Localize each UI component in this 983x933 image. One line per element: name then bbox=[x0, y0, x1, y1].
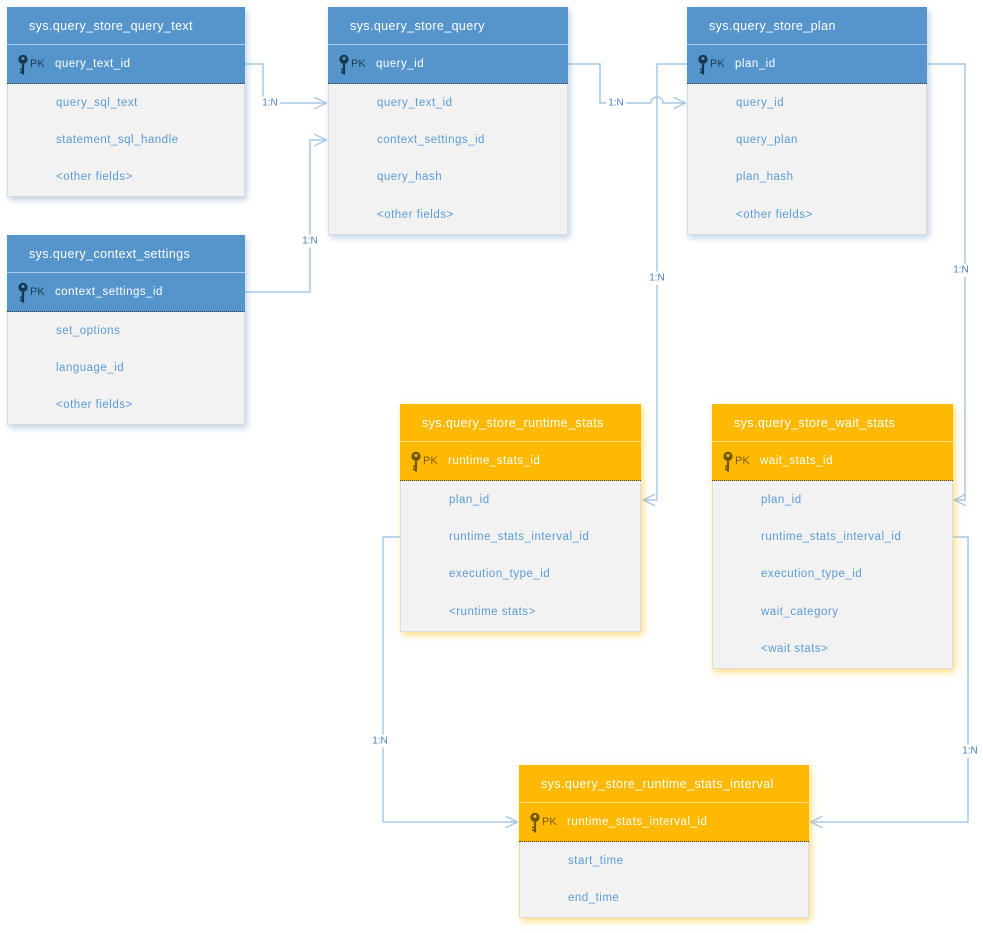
field-row: end_time bbox=[568, 892, 620, 905]
connector-arrowhead bbox=[505, 815, 519, 829]
pk-label: PK bbox=[542, 816, 557, 828]
connector-line-query-to-plan bbox=[568, 63, 685, 104]
pk-field-name: query_id bbox=[376, 58, 425, 70]
field-row: <other fields> bbox=[56, 399, 133, 412]
field-row: query_text_id bbox=[377, 96, 453, 109]
pk-field-name: runtime_stats_interval_id bbox=[567, 816, 708, 828]
relationship-label: 1:N bbox=[300, 234, 320, 248]
field-list: set_options language_id <other fields> bbox=[7, 312, 245, 426]
primary-key-icon bbox=[410, 451, 422, 472]
table-title: sys.query_store_query bbox=[328, 7, 568, 44]
field-row: plan_id bbox=[761, 493, 802, 506]
field-row: <runtime stats> bbox=[449, 605, 536, 618]
field-list: plan_id runtime_stats_interval_id executio… bbox=[712, 481, 953, 669]
pk-row: PK query_text_id bbox=[7, 44, 245, 84]
field-row: execution_type_id bbox=[761, 568, 863, 581]
field-list: query_id query_plan plan_hash <other fields… bbox=[687, 84, 927, 235]
connector-line-contextsettings-to-query bbox=[245, 139, 326, 293]
field-row: query_hash bbox=[377, 171, 443, 184]
entity-table-query-store-runtime-stats-interval: sys.query_store_runtime_stats_interval P… bbox=[519, 765, 809, 918]
entity-table-query-store-wait-stats: sys.query_store_wait_stats PK wait_stats… bbox=[712, 404, 953, 669]
pk-field-name: runtime_stats_id bbox=[448, 455, 541, 467]
entity-table-query-store-plan: sys.query_store_plan PK plan_id query_id… bbox=[687, 7, 927, 235]
field-row: context_settings_id bbox=[377, 134, 485, 147]
field-row: query_id bbox=[736, 96, 785, 109]
connector-arrowhead bbox=[642, 493, 656, 507]
pk-row: PK runtime_stats_id bbox=[400, 441, 641, 481]
primary-key-icon bbox=[722, 451, 734, 472]
pk-row: PK runtime_stats_interval_id bbox=[519, 802, 809, 842]
field-row: execution_type_id bbox=[449, 568, 551, 581]
connector-arrowhead bbox=[953, 493, 967, 507]
pk-row: PK context_settings_id bbox=[7, 272, 245, 312]
relationship-label: 1:N bbox=[606, 96, 626, 110]
connector-arrowhead bbox=[673, 96, 687, 110]
table-title: sys.query_store_wait_stats bbox=[712, 404, 953, 441]
pk-row: PK wait_stats_id bbox=[712, 441, 953, 481]
relationship-label: 1:N bbox=[960, 744, 980, 758]
primary-key-icon bbox=[17, 282, 29, 303]
connector-line-querytext-to-query bbox=[245, 63, 326, 104]
relationship-label: 1:N bbox=[370, 734, 390, 748]
pk-field-name: context_settings_id bbox=[55, 286, 163, 298]
table-title: sys.query_store_runtime_stats bbox=[400, 404, 641, 441]
field-row: plan_id bbox=[449, 493, 490, 506]
pk-field-name: query_text_id bbox=[55, 58, 131, 70]
relationship-label: 1:N bbox=[647, 271, 667, 285]
field-row: query_plan bbox=[736, 134, 798, 147]
field-row: set_options bbox=[56, 324, 121, 337]
pk-field-name: plan_id bbox=[735, 58, 776, 70]
field-row: <wait stats> bbox=[761, 643, 829, 656]
primary-key-icon bbox=[697, 54, 709, 75]
field-row: query_sql_text bbox=[56, 96, 138, 109]
pk-label: PK bbox=[30, 58, 45, 70]
entity-table-query-store-query: sys.query_store_query PK query_id query_… bbox=[328, 7, 568, 235]
pk-label: PK bbox=[423, 455, 438, 467]
entity-table-query-store-query-text: sys.query_store_query_text PK query_text… bbox=[7, 7, 245, 198]
entity-table-query-store-runtime-stats: sys.query_store_runtime_stats PK runtime… bbox=[400, 404, 641, 632]
table-title: sys.query_context_settings bbox=[7, 235, 245, 272]
field-list: query_sql_text statement_sql_handle <other… bbox=[7, 84, 245, 198]
pk-row: PK plan_id bbox=[687, 44, 927, 84]
pk-label: PK bbox=[30, 286, 45, 298]
pk-row: PK query_id bbox=[328, 44, 568, 84]
field-list: query_text_id context_settings_id query_ha… bbox=[328, 84, 568, 235]
table-title: sys.query_store_plan bbox=[687, 7, 927, 44]
connector-arrowhead bbox=[809, 815, 823, 829]
connector-arrowhead bbox=[314, 96, 328, 110]
field-row: runtime_stats_interval_id bbox=[761, 531, 902, 544]
pk-label: PK bbox=[735, 455, 750, 467]
field-list: start_time end_time bbox=[519, 842, 809, 918]
pk-field-name: wait_stats_id bbox=[760, 455, 833, 467]
entity-table-query-context-settings: sys.query_context_settings PK context_se… bbox=[7, 235, 245, 426]
primary-key-icon bbox=[529, 812, 541, 833]
primary-key-icon bbox=[338, 54, 350, 75]
relationship-label: 1:N bbox=[260, 96, 280, 110]
table-title: sys.query_store_runtime_stats_interval bbox=[519, 765, 809, 802]
field-list: plan_id runtime_stats_interval_id executio… bbox=[400, 481, 641, 632]
pk-label: PK bbox=[351, 58, 366, 70]
field-row: wait_category bbox=[761, 605, 839, 618]
pk-label: PK bbox=[710, 58, 725, 70]
primary-key-icon bbox=[17, 54, 29, 75]
relationship-label: 1:N bbox=[951, 263, 971, 277]
field-row: language_id bbox=[56, 362, 125, 375]
field-row: <other fields> bbox=[56, 171, 133, 184]
field-row: <other fields> bbox=[377, 208, 454, 221]
field-row: runtime_stats_interval_id bbox=[449, 531, 590, 544]
field-row: plan_hash bbox=[736, 171, 794, 184]
table-title: sys.query_store_query_text bbox=[7, 7, 245, 44]
connector-arrowhead bbox=[314, 133, 328, 147]
field-row: <other fields> bbox=[736, 208, 813, 221]
field-row: start_time bbox=[568, 854, 624, 867]
field-row: statement_sql_handle bbox=[56, 134, 179, 147]
